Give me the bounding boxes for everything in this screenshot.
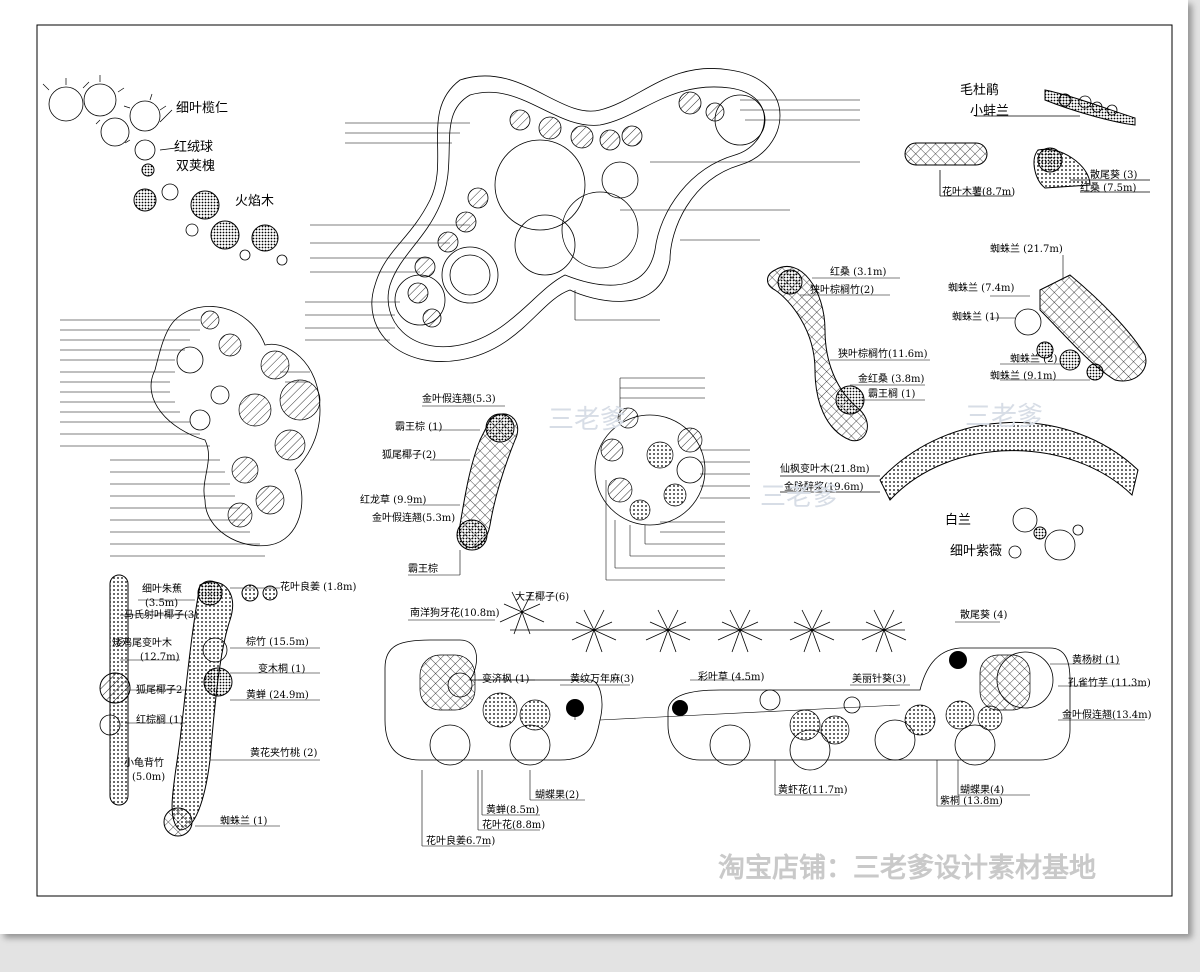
label-huaye-mushu: 花叶木薯(8.7m) [942,185,1015,198]
label-zhizhulan-bottom: 蜘蛛兰 (1) [220,814,267,827]
watermark-center: 三老爹 [548,405,626,435]
label-kongque-zhuyu: 孔雀竹芋 (11.3m) [1068,676,1151,689]
planting-plan-drawing: 细叶榄仁 红绒球 双荚槐 火焰木 [36,24,1173,897]
label-mashi-sheye-yezi: 马氏射叶椰子(3) [124,608,198,621]
label-aijiwei-size: (12.7m) [140,652,180,663]
label-xiye-zhujiao: 细叶朱蕉 [142,582,182,595]
label-xiye-zhujiao-size: (3.5m) [145,598,178,609]
label-huangyangshu: 黄杨树 (1) [1072,653,1119,666]
center-narrow-labels: 金叶假连翘(5.3) 霸王棕 (1) 狐尾椰子(2) 红龙草 (9.9m) 金叶… [360,392,496,575]
label-huangchan-249: 黄蝉 (24.9m) [246,688,309,701]
label-bailan: 白兰 [945,512,971,528]
label-xiao-guibeizhu-size: (5.0m) [132,772,165,783]
label-huangxiahua: 黄虾花(11.7m) [778,783,848,796]
spider-lily-bed [990,255,1147,382]
circle-cluster-bed [594,377,750,581]
label-zhizhulan-2: 蜘蛛兰 (2) [1010,352,1057,365]
label-bawangzong: 霸王棕 [408,562,438,575]
label-jinye-jialianqiao-53a: 金叶假连翘(5.3) [422,392,496,405]
label-xiaye-zonglvzhu-2: 狭叶棕榈竹(2) [810,283,874,296]
bottom-planting-beds [384,591,1145,847]
label-zhizhulan-217: 蜘蛛兰 (21.7m) [990,242,1063,255]
label-huwei-yezi-2b: 狐尾椰子2 [136,683,182,696]
bottom-left-labels: 细叶朱蕉 (3.5m) 马氏射叶椰子(3) 矮鸡尾变叶木 (12.7m) 狐尾椰… [112,580,356,827]
label-hongzonglv: 红棕榈 (1) [136,713,183,726]
label-huangchan-85: 黄蝉(8.5m) [486,803,539,816]
label-huaye-liangjiang-18: 花叶良姜 (1.8m) [280,580,356,593]
label-jinye-jialianqiao-53b: 金叶假连翘(5.3m) [372,511,455,524]
label-bawanglv: 霸王榈 (1) [868,387,915,400]
bottom-labels: 大王椰子(6) 南洋狗牙花(10.8m) 变济枫 (1) 黄纹万年麻(3) 彩叶… [410,590,1152,847]
label-jinye-jialianqiao-134: 金叶假连翘(13.4m) [1062,708,1152,721]
label-sanweikui-3: 散尾葵 (3) [1090,168,1137,181]
label-bianjifeng: 变济枫 (1) [482,672,529,685]
top-right-labels: 毛杜鹃 小蚌兰 花叶木薯(8.7m) 散尾葵 (3) 红桑 (7.5m) [942,82,1137,198]
top-left-tree-group [42,75,288,266]
label-huwei-yezi-2: 狐尾椰子(2) [382,448,436,461]
label-xiaye-zonglvzhu-116: 狭叶棕榈竹(11.6m) [838,347,928,360]
center-narrow-bed [408,405,519,576]
arc-labels: 仙枫变叶木(21.8m) 金脉醉浆(19.6m) 白兰 细叶紫薇 [780,462,1002,559]
label-xiao-guibeizhu: 小龟背竹 [124,756,164,769]
shop-banner: 淘宝店铺：三老爹设计素材基地 [718,852,1096,884]
bottom-left-beds [99,574,320,837]
label-hongrongqiu: 红绒球 [174,139,213,155]
label-huoyanmu: 火焰木 [235,194,274,209]
label-jinmai-zuijiang: 金脉醉浆(19.6m) [784,480,864,493]
center-island-bed [305,68,860,362]
label-xiaobanglan: 小蚌兰 [970,104,1009,119]
label-zitong: 紫桐 (13.8m) [940,794,1003,807]
watermarks: 三老爹 三老爹 三老爹 [548,402,1043,512]
arc-bed [780,422,1139,561]
drawing-sheet: 细叶榄仁 红绒球 双荚槐 火焰木 [0,0,1188,934]
label-hudieguo-4: 蝴蝶果(4) [960,783,1004,796]
label-zhizhulan-1: 蜘蛛兰 (1) [952,310,999,323]
label-sanweikui-4: 散尾葵 (4) [960,608,1007,621]
drawing-frame [36,24,1173,897]
label-huanghua-jiazhutao: 黄花夹竹桃 (2) [250,746,317,759]
label-bawangzong-1: 霸王棕 (1) [395,420,442,433]
label-zhizhulan-91: 蜘蛛兰 (9.1m) [990,369,1056,382]
top-right-beds [904,89,1150,197]
left-cluster-bed [60,306,321,557]
label-xiye-ziwei: 细叶紫薇 [950,544,1002,559]
label-xiye-lanren: 细叶榄仁 [176,100,228,116]
label-huangwen-wannianma: 黄纹万年麻(3) [570,672,634,685]
label-nanyang-gouyahua: 南洋狗牙花(10.8m) [410,606,500,619]
label-caiyecao: 彩叶草 (4.5m) [698,671,764,683]
top-left-labels: 细叶榄仁 红绒球 双荚槐 火焰木 [174,100,274,209]
label-dawang-yezi: 大王椰子(6) [515,590,569,603]
s-curve-bed [767,266,930,442]
label-aijiwei-bianyemu: 矮鸡尾变叶木 [112,636,172,649]
label-zongzhu: 棕竹 (15.5m) [246,635,309,648]
label-hongsang-31: 红桑 (3.1m) [830,265,886,278]
label-huaye-liangjiang-67: 花叶良姜6.7m) [426,834,495,847]
label-xianfeng-bianyemu: 仙枫变叶木(21.8m) [780,462,870,475]
label-hongsang-75: 红桑 (7.5m) [1080,181,1136,194]
s-curve-labels: 红桑 (3.1m) 狭叶棕榈竹(2) 狭叶棕榈竹(11.6m) 金红桑 (3.8… [810,265,928,400]
label-zhizhulan-74: 蜘蛛兰 (7.4m) [948,281,1014,294]
label-honglongcao: 红龙草 (9.9m) [360,493,426,506]
label-hudieguo-2: 蝴蝶果(2) [535,788,579,801]
spider-lily-labels: 蜘蛛兰 (21.7m) 蜘蛛兰 (7.4m) 蜘蛛兰 (1) 蜘蛛兰 (2) 蜘… [948,242,1063,382]
watermark-right: 三老爹 [965,402,1043,432]
label-meili-zhenkui: 美丽针葵(3) [852,672,906,685]
label-jinhongsang: 金红桑 (3.8m) [858,372,924,385]
label-maodujuan: 毛杜鹃 [960,82,999,98]
label-huayehua: 花叶花(8.8m) [482,818,545,831]
label-shuangjiahuai: 双荚槐 [176,158,215,174]
watermark-middle: 三老爹 [760,482,838,512]
label-bianmutong: 变木桐 (1) [258,662,305,675]
